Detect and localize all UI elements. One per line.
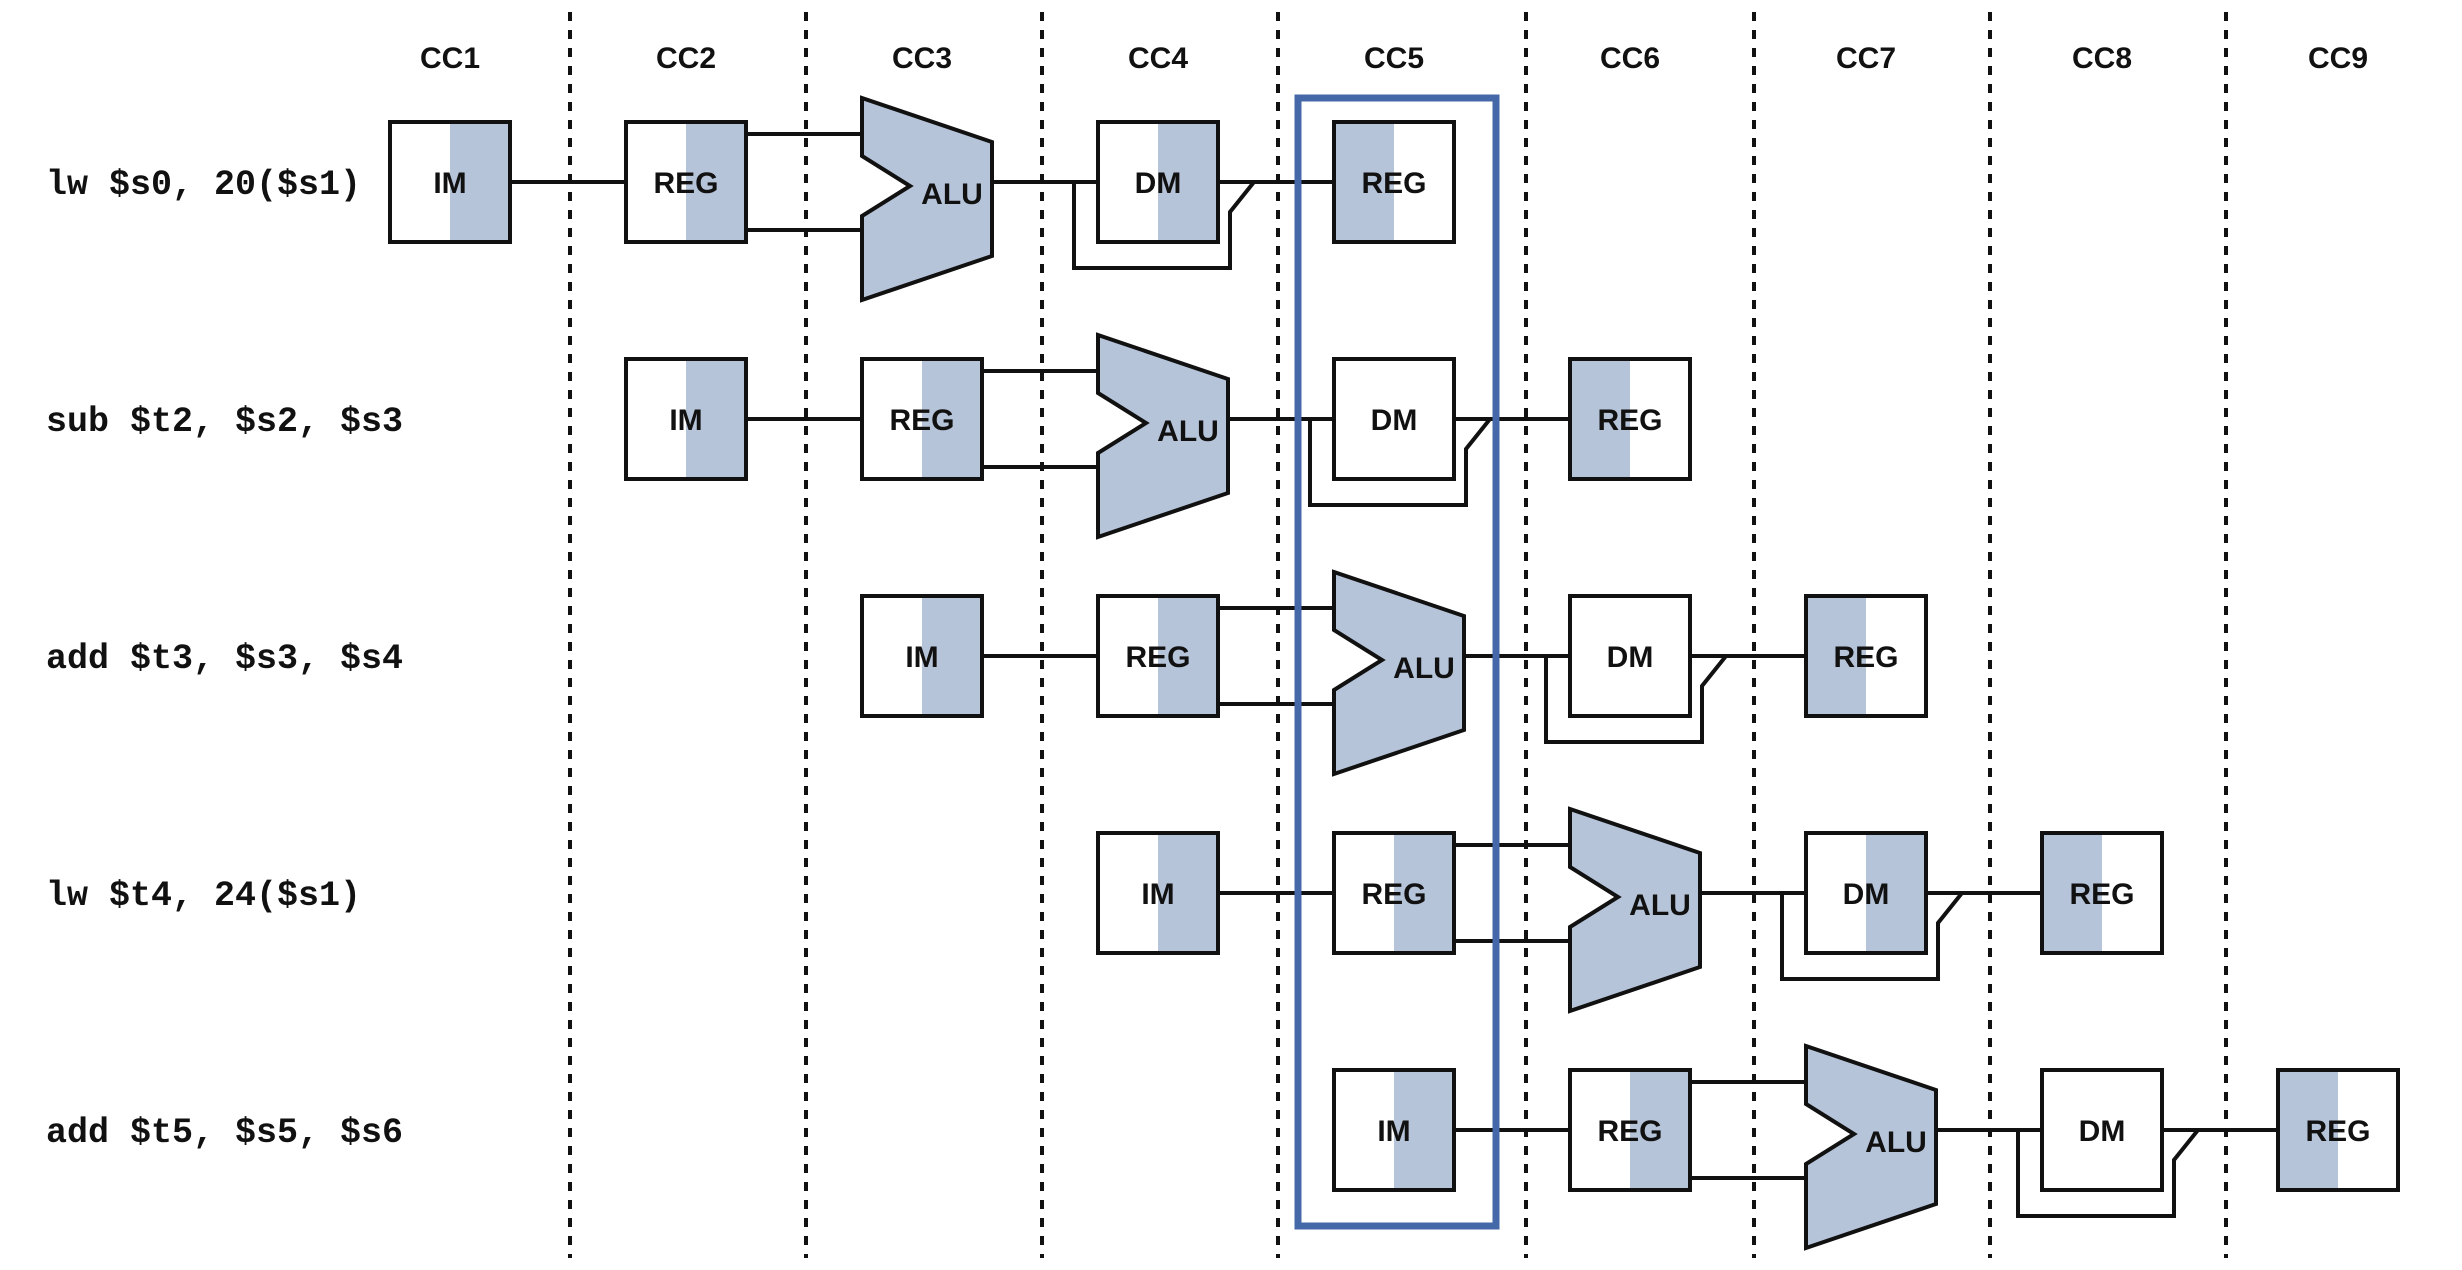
highlight-layer	[1294, 94, 1500, 1230]
im-box: IM	[1332, 1068, 1456, 1192]
cycle-header-cc6: CC6	[1600, 42, 1660, 75]
alu-unit: ALU	[1096, 332, 1230, 540]
writeback-reg-box-label: REG	[1597, 404, 1662, 437]
writeback-reg-box: REG	[1804, 594, 1928, 718]
instruction-row: add $t5, $s5, $s6 IM REG ALU DM REG	[46, 1043, 2400, 1251]
reg-box-label: REG	[653, 167, 718, 200]
instruction-row: lw $s0, 20($s1) IM REG ALU DM REG	[46, 95, 1456, 303]
dm-box-label: DM	[1371, 404, 1418, 437]
reg-box-label: REG	[1125, 641, 1190, 674]
alu-label: ALU	[1865, 1126, 1927, 1159]
writeback-reg-box: REG	[2276, 1068, 2400, 1192]
instruction-label: add $t3, $s3, $s4	[46, 639, 403, 679]
cycle-header-cc3: CC3	[892, 42, 952, 75]
writeback-reg-box-label: REG	[1361, 167, 1426, 200]
im-box-label: IM	[669, 404, 702, 437]
instruction-row: sub $t2, $s2, $s3 IM REG ALU DM REG	[46, 332, 1692, 540]
dm-box-label: DM	[1843, 878, 1890, 911]
dm-box: DM	[1568, 594, 1692, 718]
reg-box: REG	[1568, 1068, 1692, 1192]
alu-unit: ALU	[1332, 569, 1466, 777]
instruction-label: lw $t4, 24($s1)	[46, 876, 361, 916]
im-box-label: IM	[905, 641, 938, 674]
im-box: IM	[860, 594, 984, 718]
dm-bypass-wire	[1308, 417, 1492, 507]
instruction-label: sub $t2, $s2, $s3	[46, 402, 403, 442]
reg-box-label: REG	[889, 404, 954, 437]
instruction-label: add $t5, $s5, $s6	[46, 1113, 403, 1153]
cycle-header-cc2: CC2	[656, 42, 716, 75]
dm-bypass-wire	[1072, 180, 1256, 270]
im-box-label: IM	[433, 167, 466, 200]
im-box-label: IM	[1141, 878, 1174, 911]
dm-box-label: DM	[1607, 641, 1654, 674]
im-box: IM	[624, 357, 748, 481]
alu-unit: ALU	[1804, 1043, 1938, 1251]
reg-box-label: REG	[1597, 1115, 1662, 1148]
alu-label: ALU	[1393, 652, 1455, 685]
dm-bypass-wire	[1544, 654, 1728, 744]
reg-box: REG	[1096, 594, 1220, 718]
writeback-reg-box: REG	[1332, 120, 1456, 244]
im-box: IM	[388, 120, 512, 244]
writeback-reg-box-label: REG	[1833, 641, 1898, 674]
alu-label: ALU	[1629, 889, 1691, 922]
dm-box: DM	[2040, 1068, 2164, 1192]
cycle-header-cc8: CC8	[2072, 42, 2132, 75]
cycle-header-cc5: CC5	[1364, 42, 1424, 75]
cycle-header-cc1: CC1	[420, 42, 480, 75]
writeback-reg-box-label: REG	[2305, 1115, 2370, 1148]
cycle-headers: CC1 CC2 CC3 CC4 CC5 CC6 CC7 CC8 CC9	[420, 42, 2368, 75]
writeback-reg-box: REG	[2040, 831, 2164, 955]
writeback-reg-box-label: REG	[2069, 878, 2134, 911]
cycle-header-cc4: CC4	[1128, 42, 1188, 75]
alu-unit: ALU	[1568, 806, 1702, 1014]
alu-label: ALU	[1157, 415, 1219, 448]
instruction-label: lw $s0, 20($s1)	[46, 165, 361, 205]
alu-unit: ALU	[860, 95, 994, 303]
reg-box: REG	[624, 120, 748, 244]
dm-box: DM	[1332, 357, 1456, 481]
im-box: IM	[1096, 831, 1220, 955]
dm-bypass-wire	[2016, 1128, 2200, 1218]
reg-box: REG	[1332, 831, 1456, 955]
im-box-label: IM	[1377, 1115, 1410, 1148]
reg-box-label: REG	[1361, 878, 1426, 911]
dm-box: DM	[1804, 831, 1928, 955]
highlighted-cycle-frame	[1294, 94, 1500, 1230]
reg-box: REG	[860, 357, 984, 481]
cycle-header-cc7: CC7	[1836, 42, 1896, 75]
dm-box-label: DM	[2079, 1115, 2126, 1148]
dm-bypass-wire	[1780, 891, 1964, 981]
instruction-row: lw $t4, 24($s1) IM REG ALU DM REG	[46, 806, 2164, 1014]
dm-box-label: DM	[1135, 167, 1182, 200]
alu-label: ALU	[921, 178, 983, 211]
dm-box: DM	[1096, 120, 1220, 244]
cycle-header-cc9: CC9	[2308, 42, 2368, 75]
instruction-row: add $t3, $s3, $s4 IM REG ALU DM REG	[46, 569, 1928, 777]
writeback-reg-box: REG	[1568, 357, 1692, 481]
